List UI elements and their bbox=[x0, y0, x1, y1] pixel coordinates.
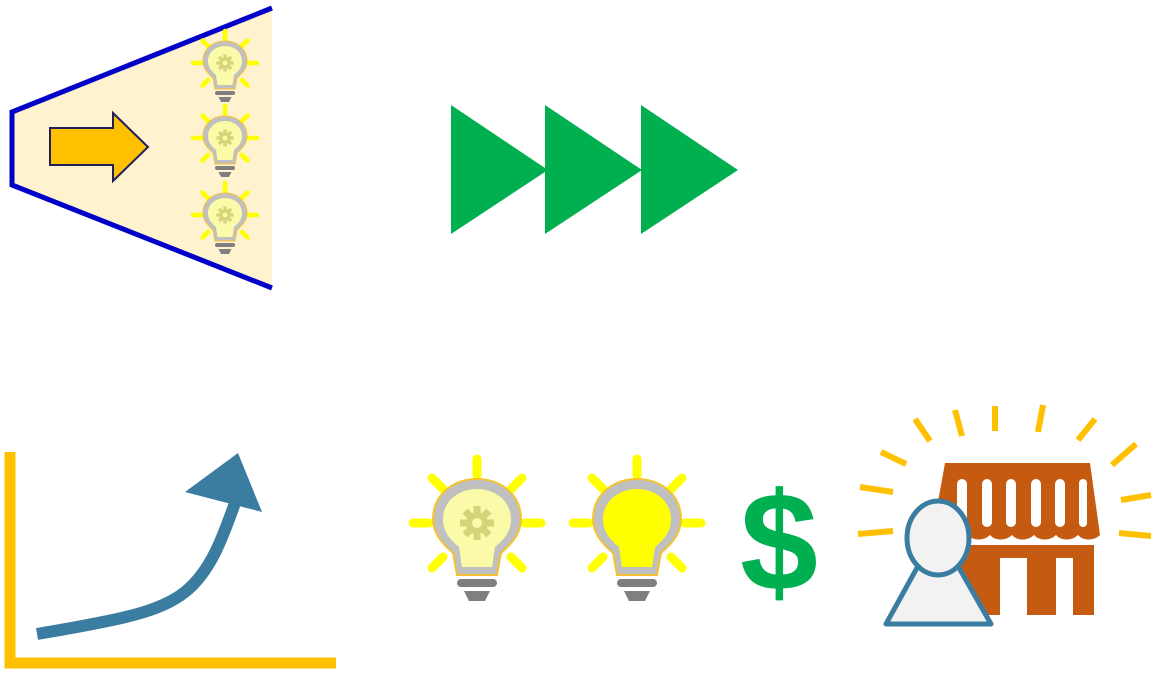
right-arrow-icon bbox=[49, 110, 150, 184]
lightbulb-icon bbox=[573, 459, 701, 601]
growth-chart-icon bbox=[4, 452, 336, 669]
fast-forward-icon bbox=[451, 105, 738, 234]
dollar-icon: $ bbox=[740, 463, 818, 620]
storefront-icon bbox=[857, 404, 1152, 615]
person-icon bbox=[883, 498, 994, 627]
idea-bulb-icon bbox=[413, 459, 541, 601]
